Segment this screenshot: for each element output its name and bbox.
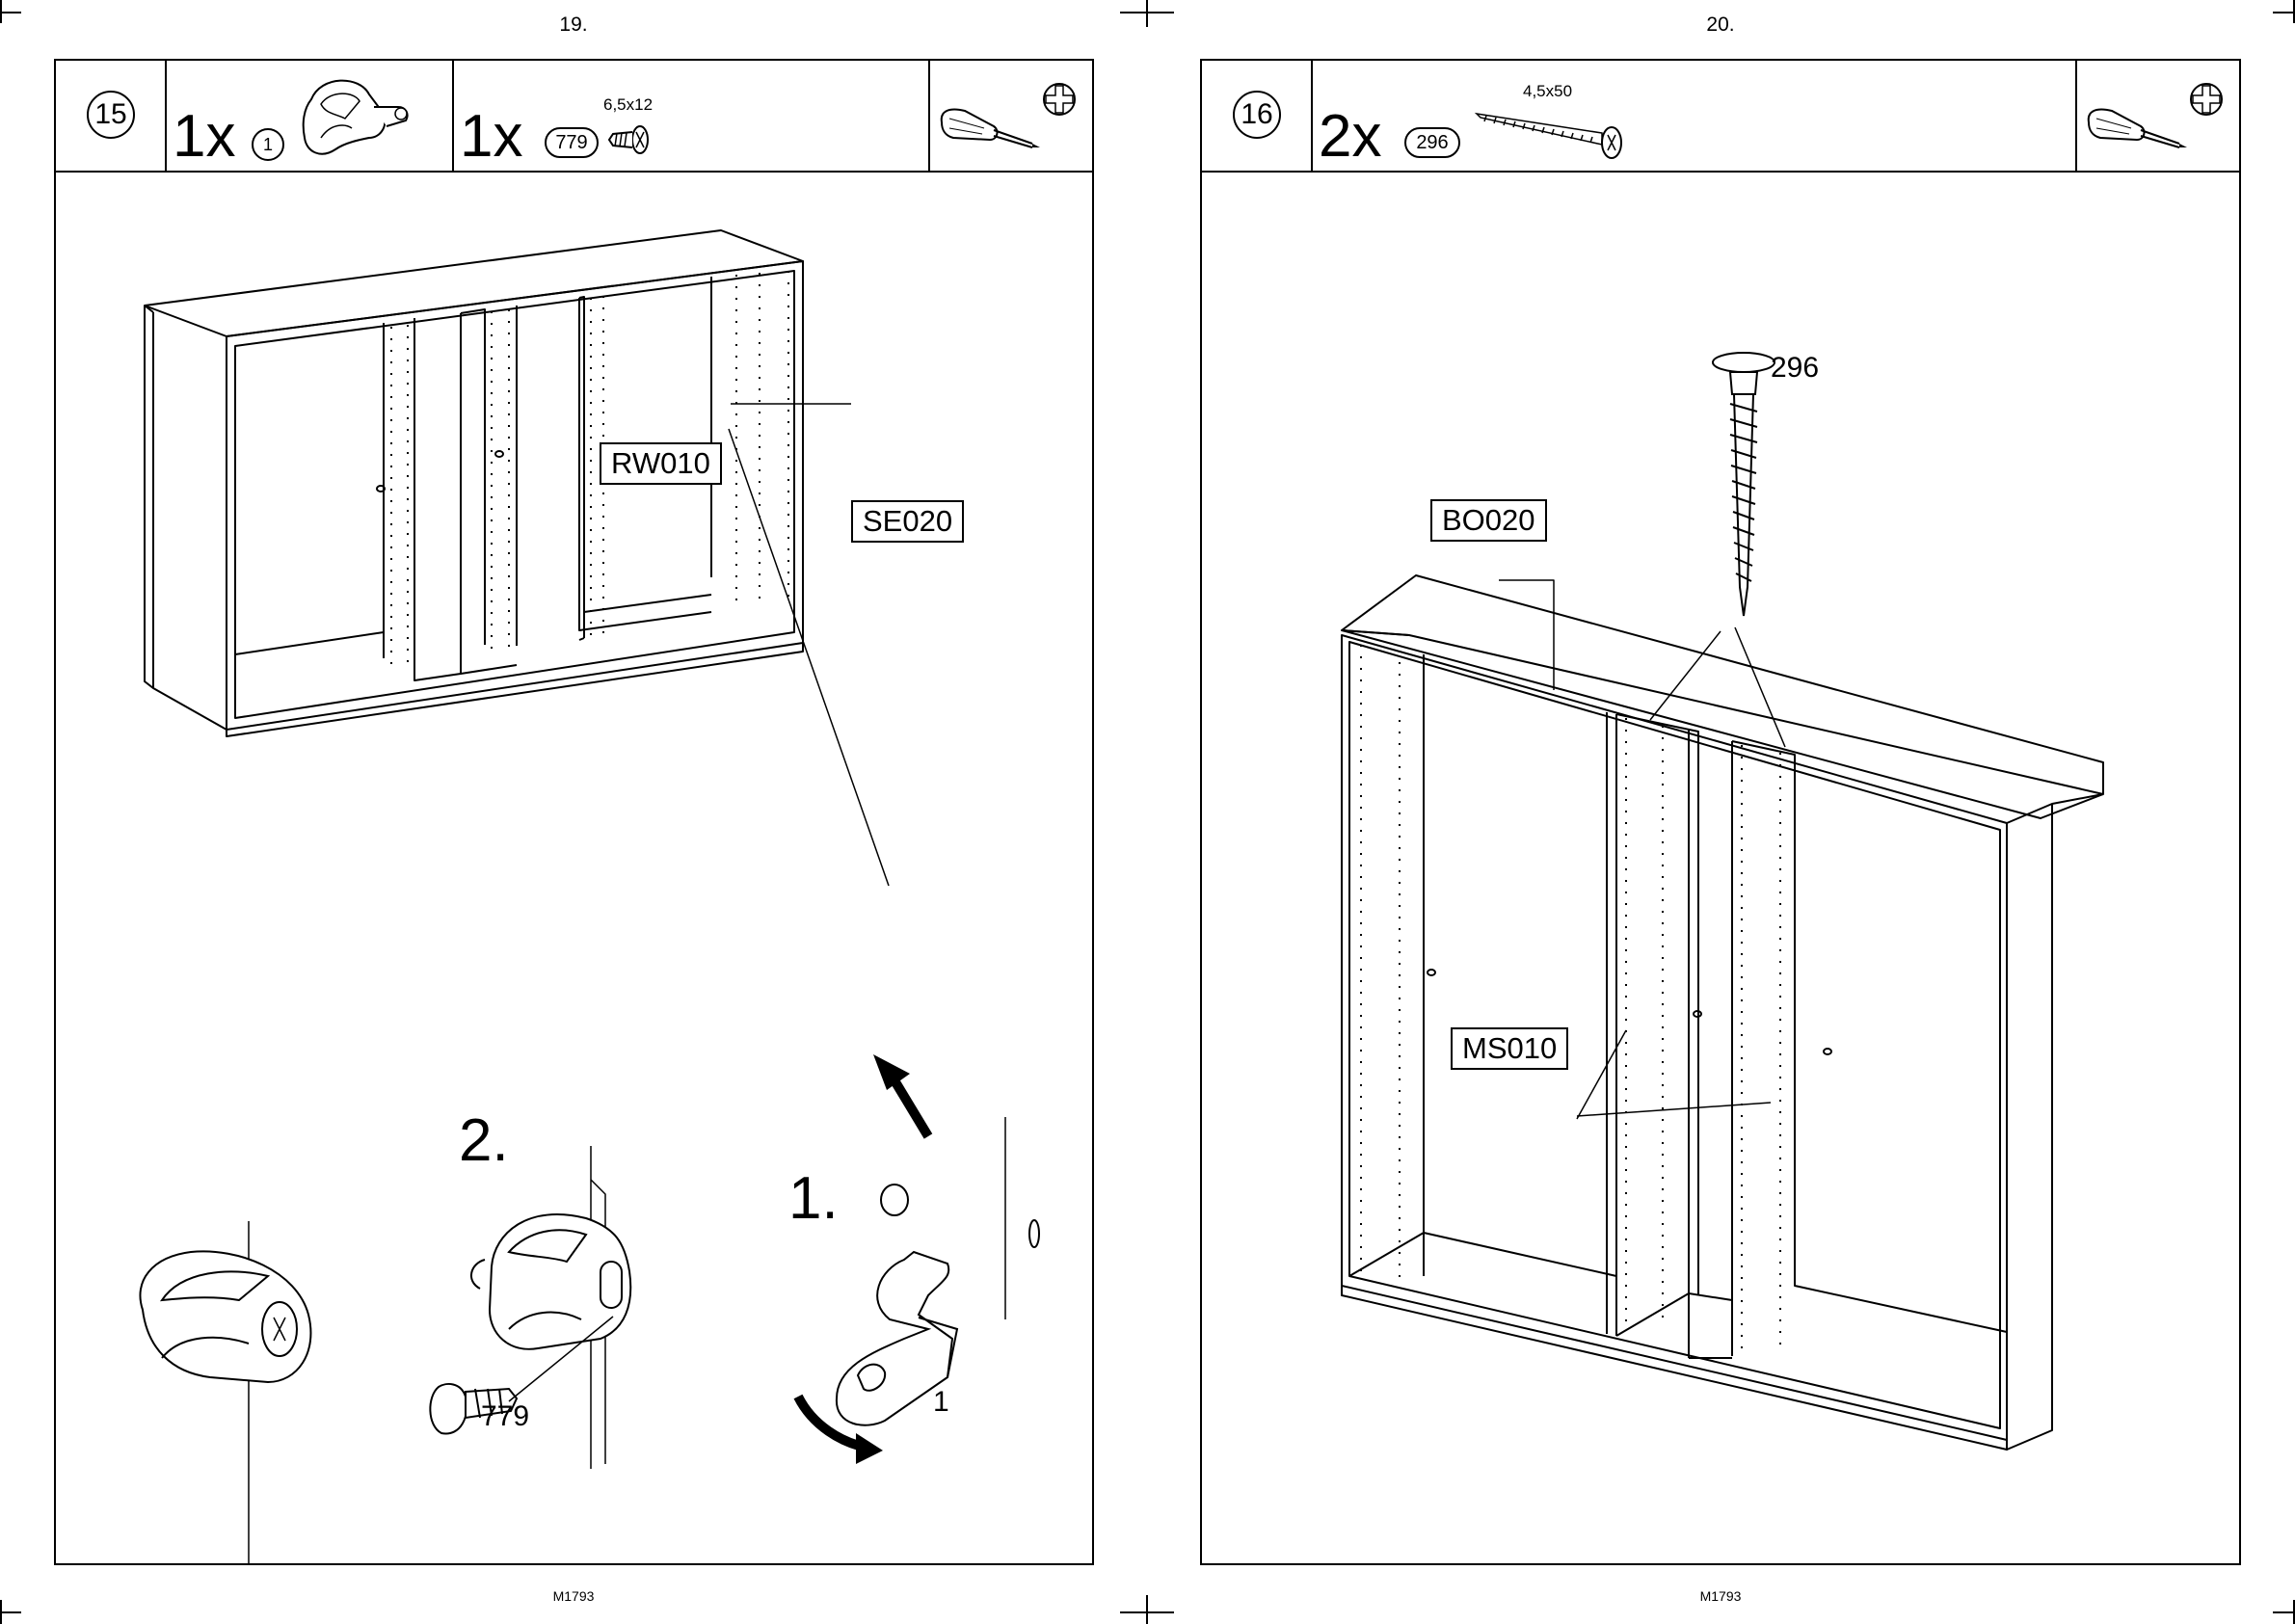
parts-header: 15 1x 1 1x 779 6,5x12 bbox=[56, 61, 1092, 173]
instruction-panel-step-15: 15 1x 1 1x 779 6,5x12 bbox=[54, 59, 1094, 1565]
short-screw-icon bbox=[603, 119, 652, 167]
detail-step-1: 1. bbox=[788, 1164, 839, 1233]
long-screw-icon bbox=[1467, 104, 1641, 162]
crop-mark bbox=[1120, 1611, 1174, 1613]
tool-cell bbox=[930, 61, 1096, 171]
crop-mark bbox=[0, 1611, 21, 1613]
instruction-panel-step-16: 16 2x 296 4,5x50 bbox=[1200, 59, 2241, 1565]
screw-part-label-296: 296 bbox=[1771, 352, 1819, 385]
detail-part-label-779: 779 bbox=[481, 1400, 529, 1433]
part-size: 6,5x12 bbox=[603, 95, 653, 115]
cam-lock-icon bbox=[292, 70, 437, 167]
crop-mark bbox=[1146, 0, 1148, 27]
crop-mark bbox=[2273, 1611, 2294, 1613]
part-label-bo020: BO020 bbox=[1430, 499, 1547, 542]
document-code-left: M1793 bbox=[516, 1588, 631, 1604]
part-label-ms010: MS010 bbox=[1451, 1027, 1568, 1070]
part-id-badge: 1 bbox=[252, 128, 284, 161]
step-cell: 16 bbox=[1202, 61, 1313, 171]
quantity-label: 1x bbox=[460, 107, 522, 167]
phillips-screwdriver-icon bbox=[2083, 68, 2237, 165]
part-label-se020: SE020 bbox=[851, 500, 964, 543]
part-size: 4,5x50 bbox=[1523, 82, 1572, 101]
wardrobe-illustration-step-16 bbox=[1202, 173, 2239, 1565]
tool-cell bbox=[2077, 61, 2243, 171]
crop-mark bbox=[1146, 1595, 1148, 1624]
quantity-label: 2x bbox=[1319, 107, 1381, 167]
step-number: 15 bbox=[87, 91, 135, 139]
wardrobe-illustration-step-15 bbox=[56, 173, 1092, 1565]
part-cell-long-screw: 2x 296 4,5x50 bbox=[1313, 61, 2077, 171]
detail-part-label-1: 1 bbox=[933, 1386, 949, 1419]
crop-mark bbox=[0, 12, 21, 13]
step-cell: 15 bbox=[56, 61, 167, 171]
phillips-screwdriver-icon bbox=[936, 68, 1090, 165]
part-cell-cam: 1x 1 bbox=[167, 61, 454, 171]
page-number-right: 20. bbox=[1663, 13, 1778, 37]
crop-mark bbox=[2273, 12, 2294, 13]
part-label-rw010: RW010 bbox=[600, 442, 722, 485]
page-number-left: 19. bbox=[516, 13, 631, 37]
part-id-badge: 779 bbox=[545, 127, 599, 158]
part-cell-screw: 1x 779 6,5x12 bbox=[454, 61, 930, 171]
detail-step-2: 2. bbox=[459, 1106, 509, 1175]
parts-header: 16 2x 296 4,5x50 bbox=[1202, 61, 2239, 173]
quantity-label: 1x bbox=[173, 107, 235, 167]
document-code-right: M1793 bbox=[1663, 1588, 1778, 1604]
crop-mark bbox=[1120, 12, 1174, 13]
part-id-badge: 296 bbox=[1404, 127, 1460, 158]
step-number: 16 bbox=[1233, 91, 1281, 139]
